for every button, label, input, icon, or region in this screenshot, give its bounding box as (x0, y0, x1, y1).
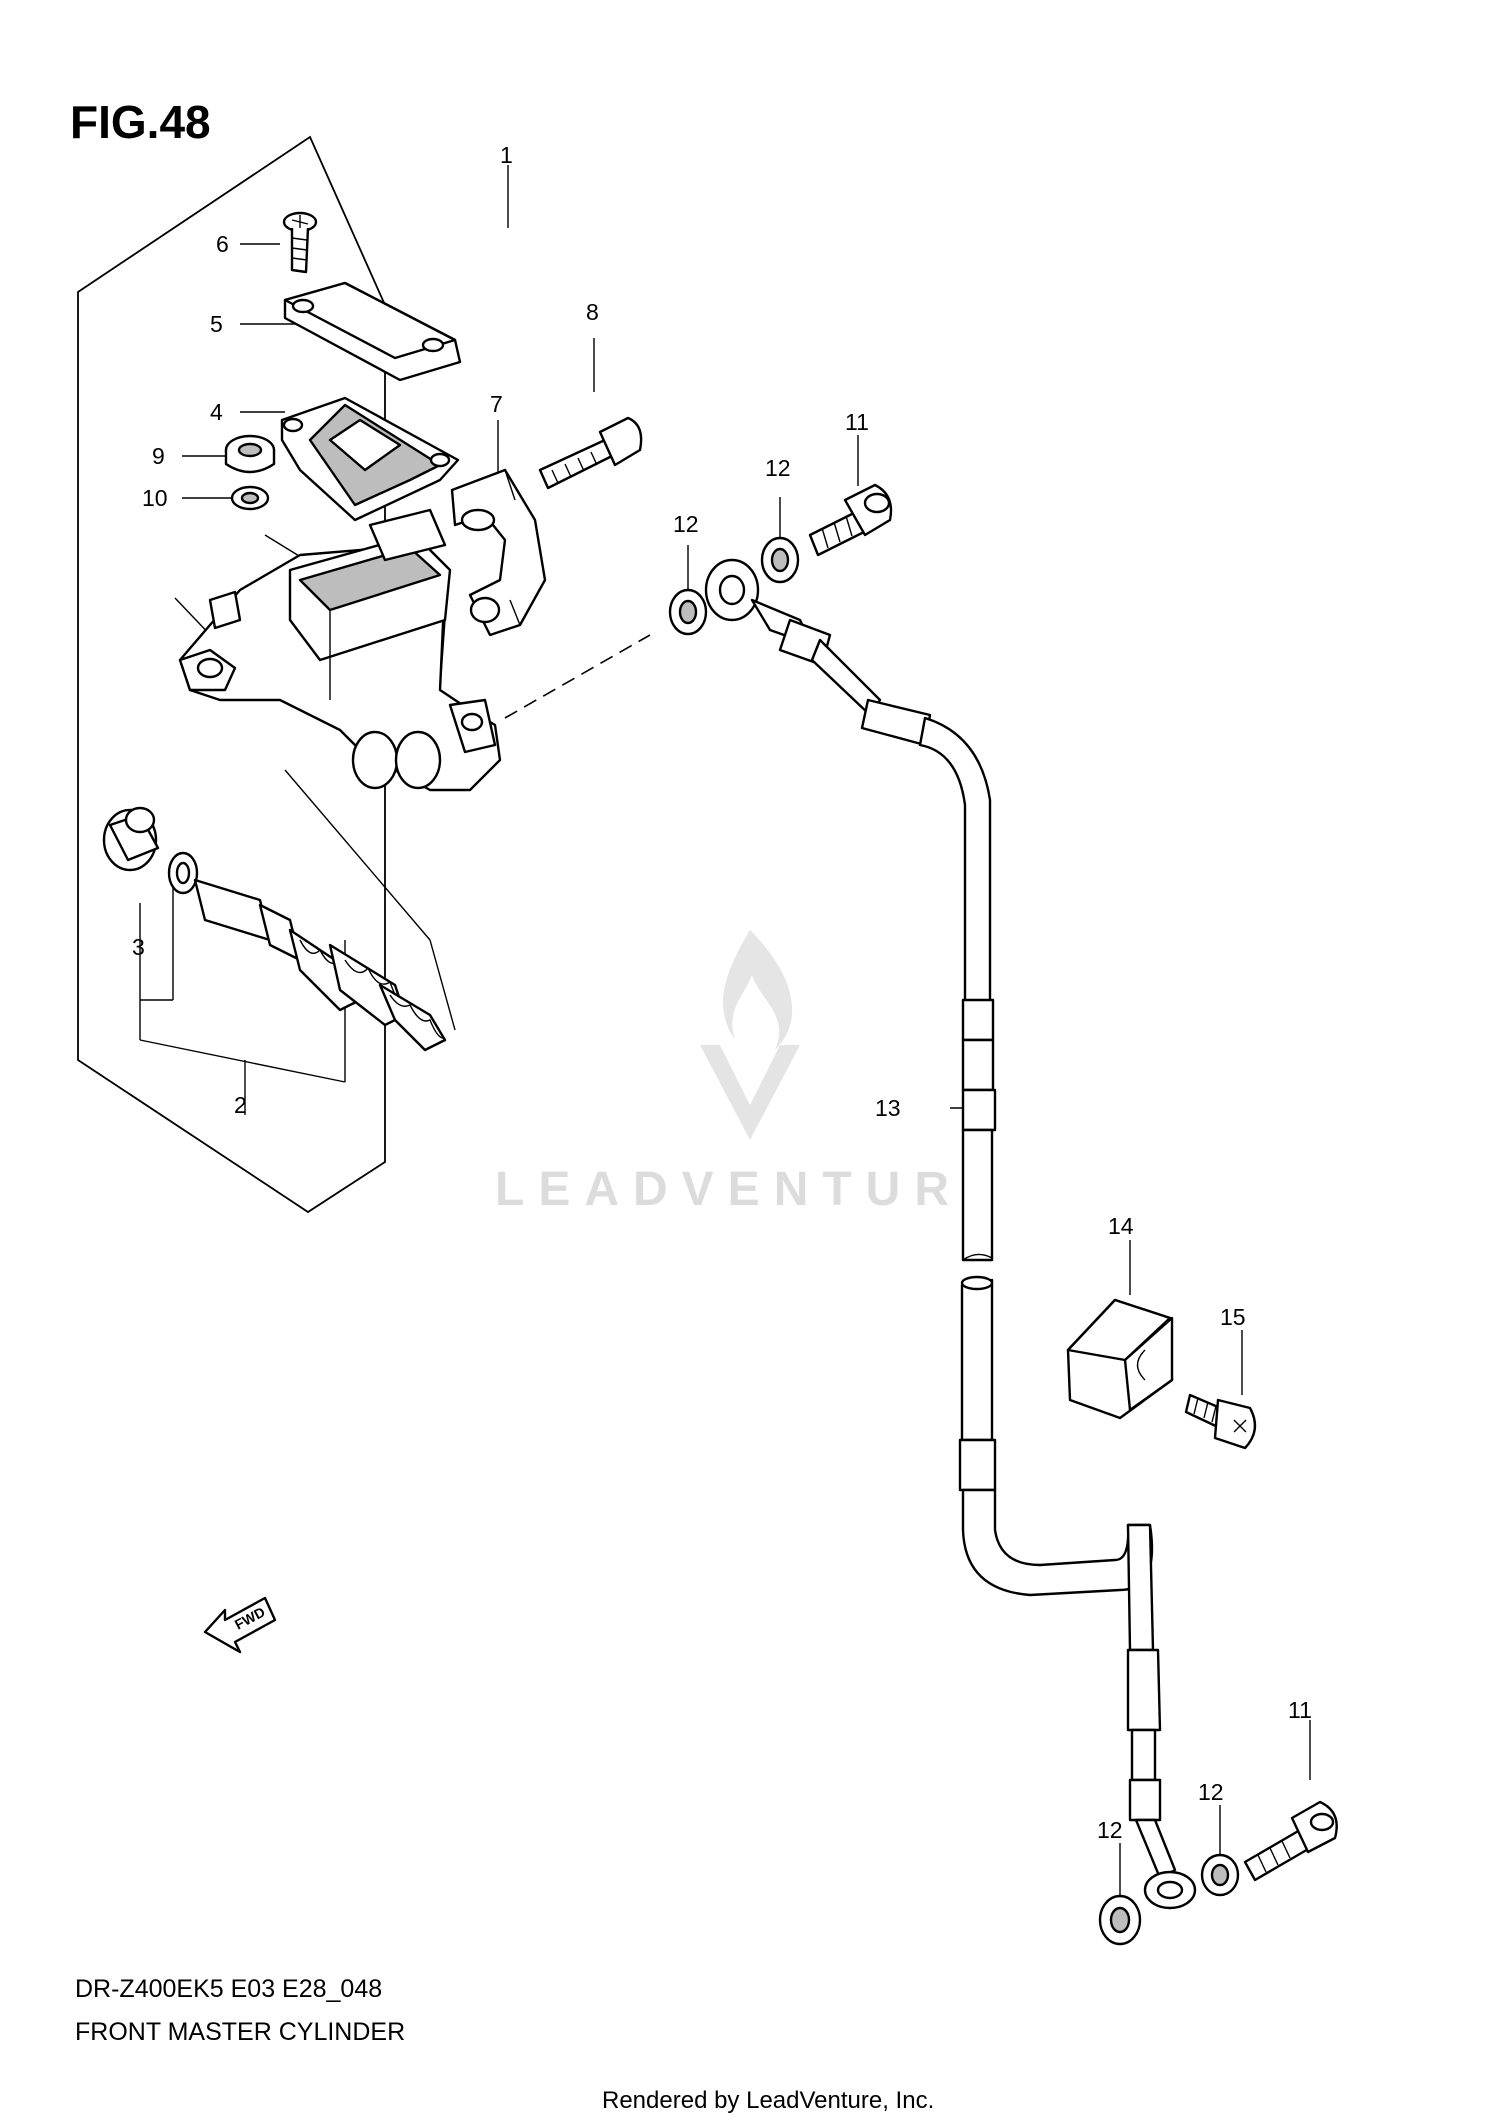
model-code: DR-Z400EK5 E03 E28_048 (75, 1975, 382, 2003)
callout-13: 13 (875, 1095, 901, 1121)
part-12-washer-bottom-left (1098, 1894, 1142, 1946)
callout-14: 14 (1108, 1213, 1134, 1239)
part-11-banjo-bolt-bottom (1243, 1800, 1338, 1882)
leader-lines (139, 165, 1311, 1905)
callout-11-top: 11 (845, 409, 869, 435)
callout-8: 8 (586, 299, 599, 325)
callout-4: 4 (210, 399, 223, 425)
part-6-screw (282, 211, 318, 274)
part-5-reservoir-cap (283, 281, 462, 382)
part-15-bolt (1184, 1393, 1257, 1450)
part-4-diaphragm (280, 396, 460, 522)
master-cylinder-body (178, 508, 502, 792)
part-12-washer-bottom-right (1200, 1853, 1240, 1897)
part-7-clamp (450, 468, 547, 637)
callout-5: 5 (210, 311, 223, 337)
callout-9: 9 (152, 443, 165, 469)
part-9-boot (224, 434, 276, 474)
part-11-banjo-bolt-top (808, 483, 893, 557)
callout-2: 2 (234, 1092, 247, 1118)
callout-12-top-left: 12 (673, 511, 699, 537)
fwd-arrow-icon: FWD (203, 1596, 277, 1654)
callout-labels: 1 2 3 4 5 6 7 8 9 10 11 11 12 12 12 12 1… (132, 142, 1312, 1843)
callout-15: 15 (1220, 1304, 1246, 1330)
diagram-caption: FRONT MASTER CYLINDER (75, 2018, 405, 2046)
part-10-washer (230, 485, 270, 511)
watermark-text: LEADVENTURE (495, 1163, 1009, 1216)
rendered-by-footer: Rendered by LeadVenture, Inc. (602, 2087, 934, 2114)
callout-1: 1 (500, 142, 513, 168)
callout-7: 7 (490, 391, 503, 417)
callout-12-bottom-right: 12 (1198, 1779, 1224, 1805)
part-8-clamp-bolt (538, 416, 643, 490)
callout-3: 3 (132, 934, 145, 960)
part-2-piston-kit (102, 806, 447, 1052)
callout-12-top-right: 12 (765, 455, 791, 481)
figure-title: FIG.48 (70, 96, 211, 148)
part-13-brake-hose (704, 558, 1197, 1910)
callout-11-bottom: 11 (1288, 1697, 1312, 1723)
callout-6: 6 (216, 231, 229, 257)
callout-12-bottom-left: 12 (1097, 1817, 1123, 1843)
part-12-washer-top-right (760, 536, 800, 584)
callout-10: 10 (142, 485, 168, 511)
part-12-washer-top-left (668, 588, 708, 636)
part-14-hose-clamp (1066, 1298, 1174, 1420)
leadventure-watermark: LEADVENTURE (495, 930, 1009, 1216)
